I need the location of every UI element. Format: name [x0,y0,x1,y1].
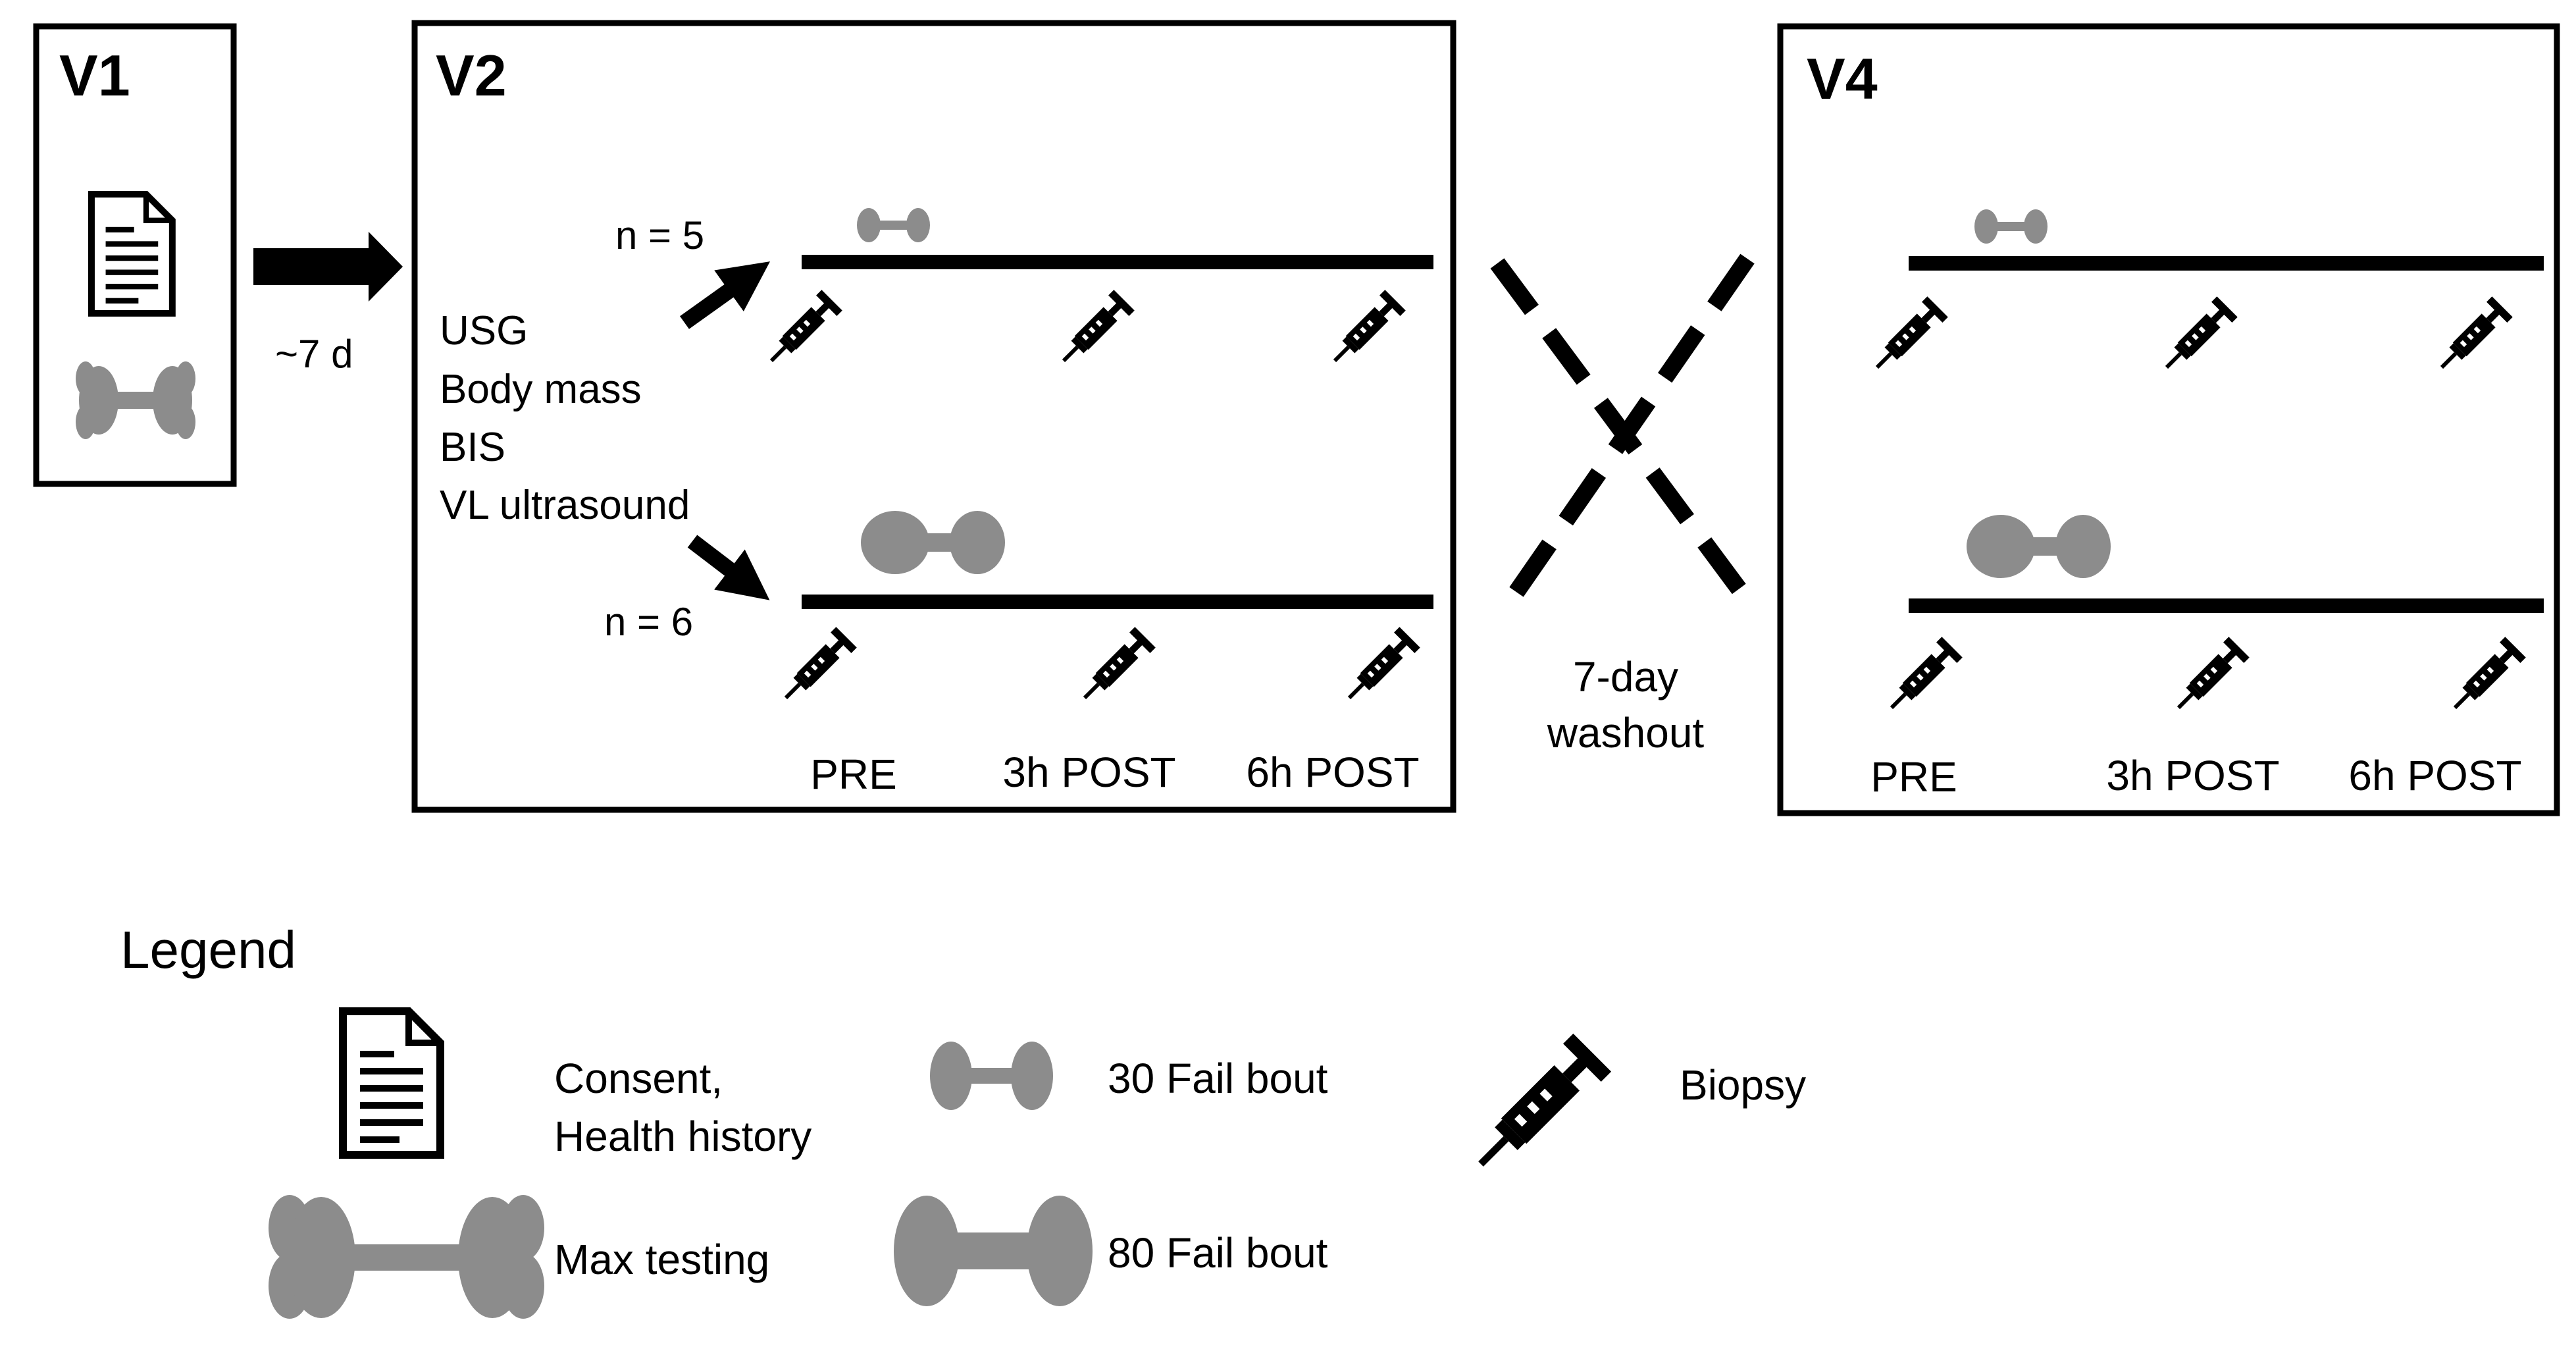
washout-label-line1: 7-day [1573,653,1678,701]
biopsy-icon [1339,627,1420,708]
document-icon [91,194,172,313]
legend-80-fail-dumbbell-icon [894,1196,1093,1306]
biopsy-icon [1881,637,1963,718]
30-fail-dumbbell-icon [857,208,930,242]
v4-timepoint-6h-post: 6h POST [2348,752,2521,799]
biopsy-icon [2168,637,2250,718]
measure-vl-ultrasound: VL ultrasound [440,483,690,528]
80-fail-dumbbell-icon [861,511,1005,574]
v4-timepoint-pre: PRE [1870,753,1957,801]
max-testing-dumbbell-icon [76,361,195,439]
biopsy-icon [1053,290,1135,371]
arrow-to-n6 [687,535,770,600]
v4-box [1777,23,2560,816]
arrow-v1-to-v2 [253,232,403,302]
biopsy-icon [1324,290,1406,371]
biopsy-icon [775,627,857,708]
v4-title: V4 [1807,46,1878,111]
legend-30-fail-dumbbell-icon [930,1042,1053,1110]
v4-timeline-top [1909,256,2544,271]
measure-body-mass: Body mass [440,367,642,412]
legend-max-testing-label: Max testing [554,1236,769,1283]
biopsy-icon [2156,296,2238,378]
v1-title: V1 [59,43,130,108]
legend-max-testing-dumbbell-icon [269,1195,544,1319]
legend-80-fail-label: 80 Fail bout [1108,1229,1328,1277]
interval-label: ~7 d [275,332,353,376]
v2-timepoint-pre: PRE [810,751,897,798]
legend-document-icon [343,1011,440,1155]
v2-timepoint-3h-post: 3h POST [1002,749,1175,796]
group-n5-label: n = 5 [615,213,704,257]
v2-timepoint-6h-post: 6h POST [1246,749,1419,796]
legend-consent-line1: Consent, [554,1055,723,1102]
legend-consent-line2: Health history [554,1113,811,1160]
arrow-to-n5 [680,261,770,329]
v2-box [411,20,1456,813]
legend-biopsy-icon [1462,1033,1612,1183]
biopsy-icon [2431,296,2513,378]
v1-box [33,23,237,487]
v2-timeline-bottom [802,595,1433,609]
crossover-x [1490,253,1755,601]
biopsy-icon [2444,637,2526,718]
legend-30-fail-label: 30 Fail bout [1108,1055,1328,1102]
v2-timeline-top [802,255,1433,269]
measure-usg: USG [440,308,528,354]
v4-timepoint-3h-post: 3h POST [2106,752,2279,799]
biopsy-icon [1074,627,1156,708]
measure-bis: BIS [440,425,505,470]
v2-title: V2 [436,43,507,108]
v4-timeline-bottom [1909,598,2544,613]
legend-biopsy-label: Biopsy [1680,1061,1806,1109]
biopsy-icon [761,290,842,371]
biopsy-icon [1867,296,1948,378]
80-fail-dumbbell-icon [1967,515,2111,578]
legend-title: Legend [120,920,296,979]
group-n6-label: n = 6 [604,600,693,644]
washout-label-line2: washout [1547,709,1705,756]
30-fail-dumbbell-icon [1974,209,2048,244]
